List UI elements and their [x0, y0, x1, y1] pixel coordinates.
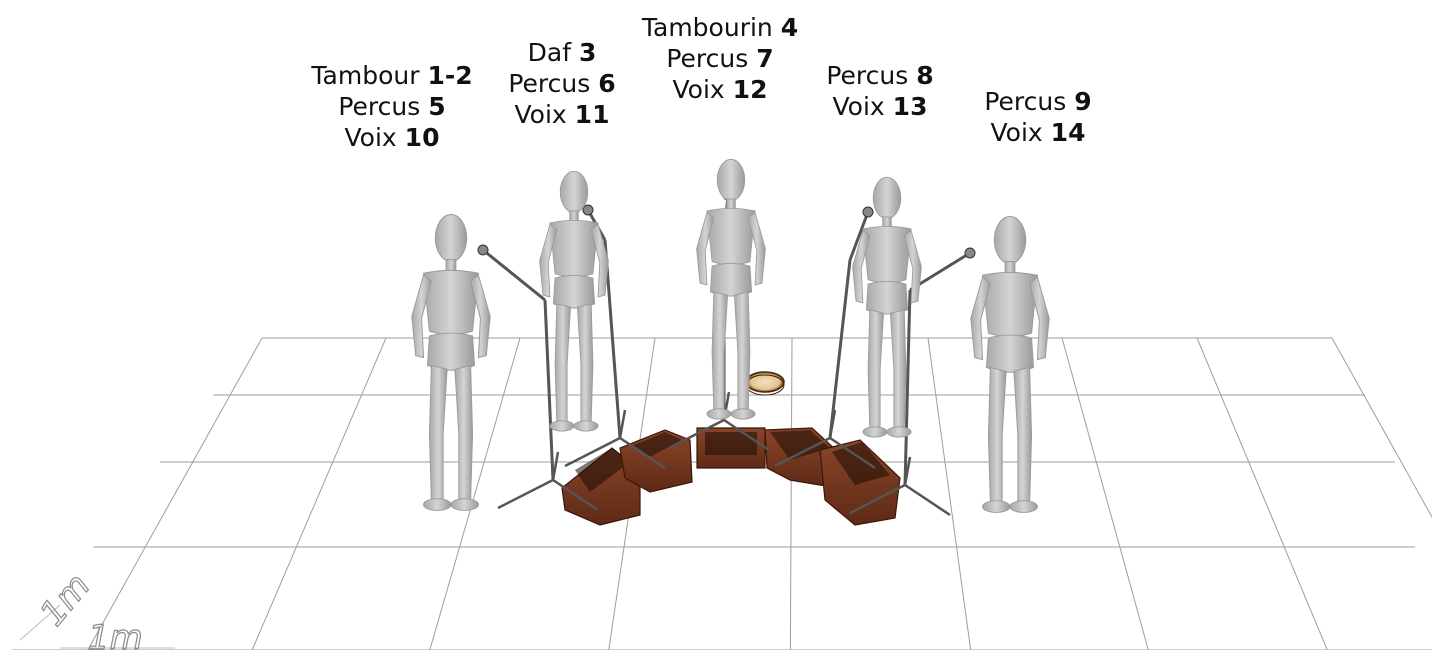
performer-label-3: Tambourin 4 Percus 7 Voix 12 — [642, 12, 798, 105]
performer-label-1: Tambour 1-2 Percus 5 Voix 10 — [311, 60, 472, 153]
grid-col-1 — [252, 338, 386, 650]
performer-label-4: Percus 8 Voix 13 — [826, 60, 933, 122]
grid-col-0 — [88, 338, 262, 650]
grid-col-6 — [1062, 338, 1148, 650]
percus-line-1: Percus 5 — [311, 91, 472, 122]
percus-line-4: Percus 8 — [826, 60, 933, 91]
performer-figure — [971, 216, 1049, 512]
grid-col-5 — [928, 338, 971, 650]
voice-line-4: Voix 13 — [826, 91, 933, 122]
grid-col-4 — [790, 338, 792, 650]
grid-col-8 — [1332, 338, 1432, 650]
percus-line-5: Percus 9 — [984, 86, 1091, 117]
monitor-wedge — [697, 428, 765, 468]
instrument-line-3: Tambourin 4 — [642, 12, 798, 43]
percus-line-2: Percus 6 — [508, 68, 615, 99]
monitor-wedge — [820, 440, 900, 525]
instrument-line-1: Tambour 1-2 — [311, 60, 472, 91]
performer-figure — [412, 214, 490, 510]
voice-line-3: Voix 12 — [642, 74, 798, 105]
tambourine-prop — [746, 372, 784, 395]
grid-col-7 — [1197, 338, 1327, 650]
scale-width-label: 1m — [88, 618, 143, 658]
performer-label-5: Percus 9 Voix 14 — [984, 86, 1091, 148]
performer-label-2: Daf 3 Percus 6 Voix 11 — [508, 37, 615, 130]
voice-line-1: Voix 10 — [311, 122, 472, 153]
voice-line-2: Voix 11 — [508, 99, 615, 130]
instrument-line-2: Daf 3 — [508, 37, 615, 68]
voice-line-5: Voix 14 — [984, 117, 1091, 148]
performer-figure — [853, 177, 922, 437]
percus-line-3: Percus 7 — [642, 43, 798, 74]
